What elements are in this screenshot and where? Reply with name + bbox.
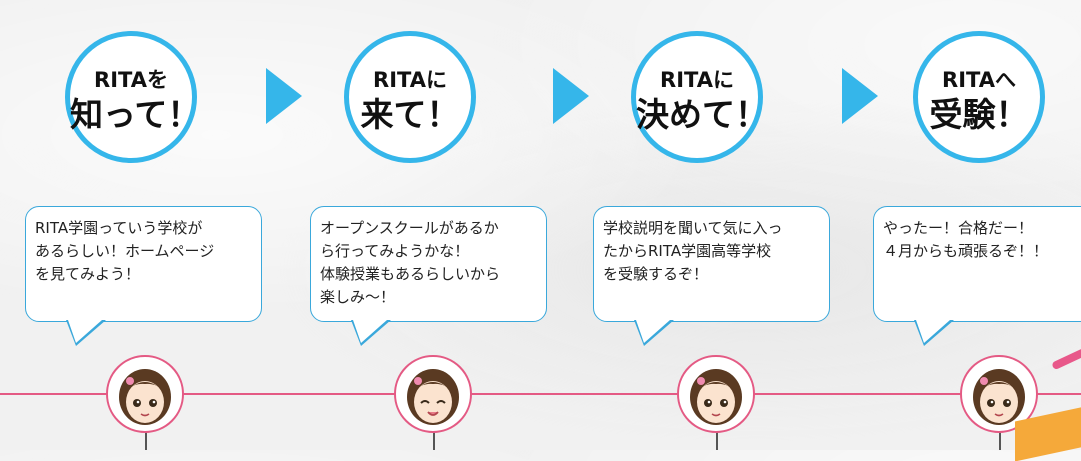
- bubble-3-text: 学校説明を聞いて気に入っ たからRITA学園高等学校 を受験するぞ！: [603, 219, 783, 283]
- step-2-bottom: 来て！: [360, 95, 460, 134]
- step-2-top: RITAに: [373, 68, 447, 92]
- decor-pink-stroke: [1051, 337, 1081, 371]
- timeline-drop-line: [433, 420, 435, 450]
- step-4-top: RITAへ: [942, 68, 1016, 92]
- step-2-circle: RITAに 来て！: [344, 31, 476, 163]
- bubble-tail-inner: [636, 320, 670, 343]
- bubble-2-text: オープンスクールがあるか ら行ってみようかな！ 体験授業もあるらしいから 楽しみ…: [320, 219, 501, 306]
- bubble-4-text: やったー！合格だー！ ４月からも頑張るぞ！！: [883, 219, 1049, 260]
- step-3-top: RITAに: [660, 68, 734, 92]
- timeline-line: [0, 393, 1081, 395]
- speech-bubble-4: やったー！合格だー！ ４月からも頑張るぞ！！: [873, 206, 1081, 346]
- bubble-1-text: RITA学園っていう学校が あるらしい！ホームページ を見てみよう！: [35, 219, 215, 283]
- step-1-bottom: 知って！: [70, 95, 201, 134]
- step-4-bottom: 受験！: [929, 95, 1029, 134]
- girl-smiling-avatar-icon: [394, 355, 472, 433]
- step-1-top: RITAを: [94, 68, 168, 92]
- play-arrow-icon: [842, 68, 878, 124]
- timeline-drop-line: [145, 420, 147, 450]
- step-3-bottom: 決めて！: [636, 95, 768, 134]
- step-1-circle: RITAを 知って！: [65, 31, 201, 163]
- play-arrow-icon: [553, 68, 589, 124]
- step-3-circle: RITAに 決めて！: [631, 31, 768, 163]
- bubble-tail-inner: [916, 320, 950, 343]
- timeline-drop-line: [999, 420, 1001, 450]
- girl-avatar-icon: [677, 355, 755, 433]
- step-4-circle: RITAへ 受験！: [913, 31, 1045, 163]
- speech-bubble-3: 学校説明を聞いて気に入っ たからRITA学園高等学校 を受験するぞ！: [593, 206, 830, 346]
- bubble-tail-inner: [68, 320, 102, 343]
- speech-bubble-1: RITA学園っていう学校が あるらしい！ホームページ を見てみよう！: [25, 206, 262, 346]
- play-arrow-icon: [266, 68, 302, 124]
- girl-avatar-icon: [106, 355, 184, 433]
- bubble-tail-inner: [353, 320, 387, 343]
- timeline-drop-line: [716, 420, 718, 450]
- speech-bubble-2: オープンスクールがあるか ら行ってみようかな！ 体験授業もあるらしいから 楽しみ…: [310, 206, 547, 346]
